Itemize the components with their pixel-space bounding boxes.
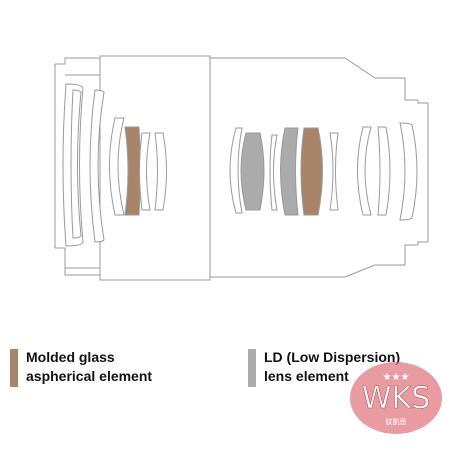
- lens-element-13: [329, 132, 339, 211]
- lens-element-3: [89, 89, 105, 243]
- lens-element-15: [377, 126, 391, 216]
- watermark-stars: ★★★: [383, 372, 410, 383]
- lens-element-ld-1: [240, 132, 265, 211]
- legend-ld-line1: LD (Low Dispersion): [264, 349, 401, 365]
- lens-element-2: [70, 89, 82, 239]
- lens-element-4: [109, 117, 125, 216]
- lens-element-14: [357, 126, 372, 216]
- lens-element-8: [229, 127, 243, 214]
- watermark-seal: [350, 362, 442, 434]
- lens-cross-section-diagram: [54, 55, 429, 281]
- legend-swatch-ld: [248, 349, 256, 387]
- legend-molded-glass: Molded glass aspherical element: [10, 348, 152, 387]
- lens-element-molded-aspherical-2: [300, 127, 323, 216]
- watermark-subtext: 紋凱思: [386, 417, 407, 426]
- legend-label-ld: LD (Low Dispersion) lens element: [264, 348, 400, 386]
- legend-ld-line2: lens element: [264, 368, 349, 384]
- watermark-text: WKS: [362, 381, 430, 416]
- legend-ld-glass: LD (Low Dispersion) lens element: [248, 348, 400, 387]
- legend-molded-line2: aspherical element: [26, 368, 153, 384]
- lens-element-molded-aspherical: [124, 126, 141, 216]
- lens-element-ld-2: [280, 127, 299, 216]
- legend-molded-line1: Molded glass: [26, 349, 115, 365]
- legend-swatch-molded: [10, 349, 18, 387]
- wks-watermark-logo: ★★★ WKS 紋凱思: [350, 362, 442, 434]
- barrel-bottom-edge: [55, 241, 428, 281]
- lens-element-16: [399, 122, 418, 221]
- lens-element-6: [139, 132, 151, 211]
- barrel-top-edge: [55, 55, 428, 104]
- lens-elements: [62, 83, 418, 247]
- lens-element-7: [154, 132, 167, 211]
- lens-element-10: [269, 134, 278, 211]
- legend-label-molded: Molded glass aspherical element: [26, 348, 152, 386]
